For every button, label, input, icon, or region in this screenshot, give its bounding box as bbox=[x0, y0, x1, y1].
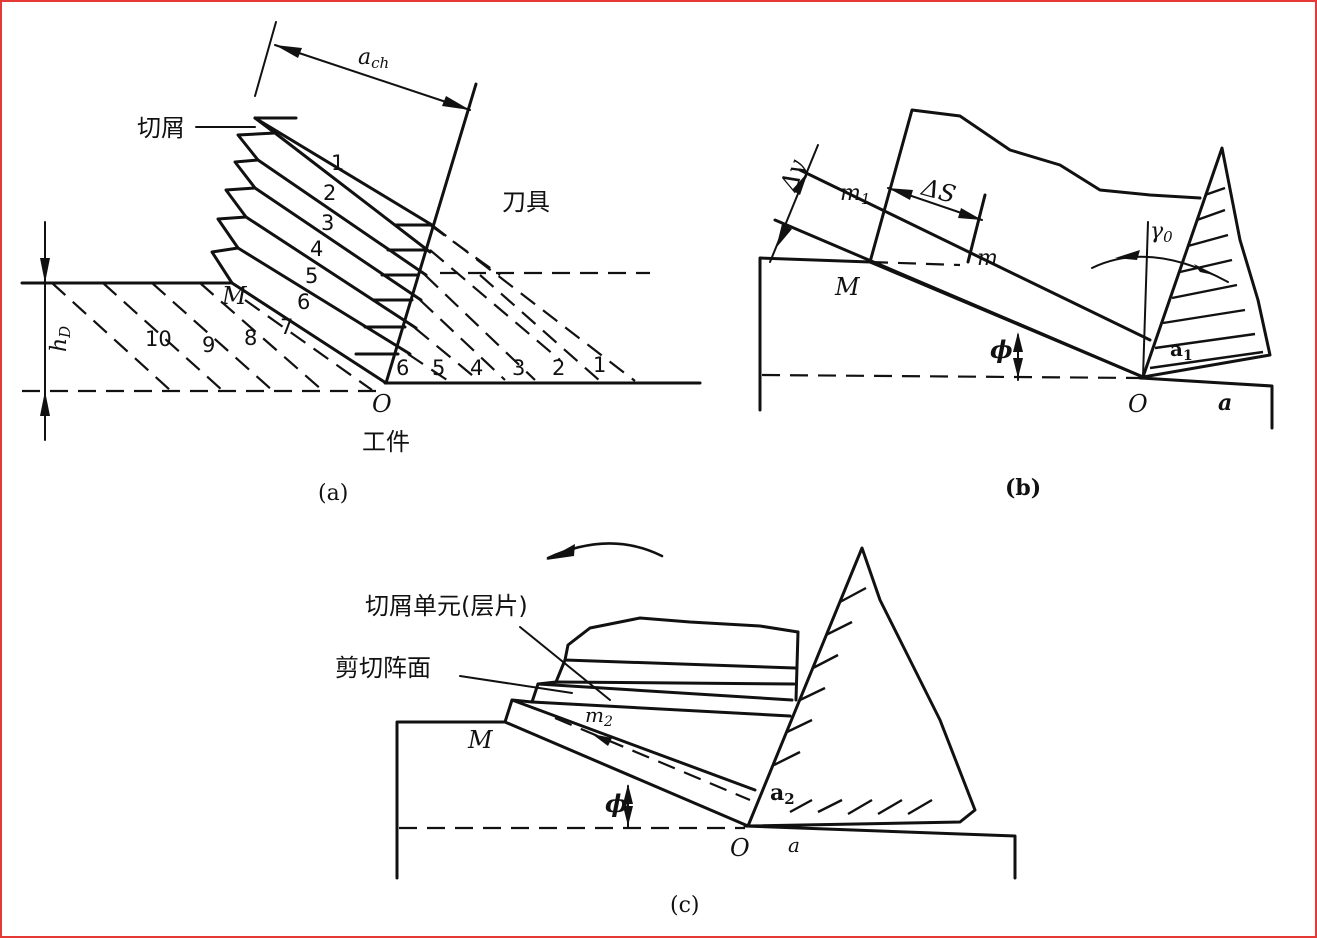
tool-c bbox=[746, 546, 977, 828]
shear-leader bbox=[459, 675, 573, 694]
chip-lamella-lines-c bbox=[503, 658, 797, 828]
svg-text:7: 7 bbox=[280, 315, 293, 339]
svg-text:10: 10 bbox=[145, 327, 172, 351]
panel-c: 切屑单元(层片) 剪切阵面 M O m2 a2 ϕ a (c) bbox=[335, 542, 1017, 918]
m-label-b: m bbox=[977, 246, 998, 271]
caption-c: (c) bbox=[670, 893, 700, 918]
svg-text:3: 3 bbox=[321, 211, 334, 235]
alpha1-label: a1 bbox=[1170, 337, 1193, 364]
chip-sawtooth bbox=[210, 116, 277, 285]
ach-ext-left bbox=[254, 21, 277, 97]
shear-line-m bbox=[868, 260, 1145, 379]
gamma-arrow-left bbox=[1115, 250, 1140, 260]
m-ext-line bbox=[966, 193, 987, 264]
phi-label-b: ϕ bbox=[990, 335, 1013, 364]
gamma-arrow-right bbox=[1194, 264, 1218, 276]
a-label-b: a bbox=[1218, 390, 1232, 416]
delta-y-label: Δy bbox=[774, 156, 811, 196]
svg-text:3: 3 bbox=[512, 356, 525, 380]
chip-sawtooth-c bbox=[503, 616, 800, 724]
phi-arrow-bottom-c bbox=[623, 806, 633, 826]
work-numbers: 10 9 8 7 bbox=[145, 315, 293, 357]
ach-label: ach bbox=[358, 45, 389, 72]
svg-text:4: 4 bbox=[310, 237, 323, 261]
work-base-b bbox=[761, 373, 1141, 380]
work-outline-b bbox=[758, 256, 872, 412]
workpiece-label: 工件 bbox=[362, 428, 410, 456]
delta-s-label: ΔS bbox=[918, 173, 959, 209]
shear-front-label: 剪切阵面 bbox=[335, 654, 431, 682]
point-m-a: M bbox=[221, 282, 248, 310]
ach-arrow-right bbox=[442, 96, 470, 110]
a-label-c: a bbox=[788, 833, 800, 857]
svg-text:5: 5 bbox=[432, 356, 445, 380]
chip-lamella-lines bbox=[230, 116, 434, 385]
rotation-arrow-head bbox=[546, 544, 575, 560]
tool-face bbox=[384, 82, 478, 385]
panel-a: 切屑 刀具 工件 ach hD M O (a) 1 2 3 4 5 6 10 9… bbox=[20, 21, 702, 506]
ds-arrow-left bbox=[888, 188, 913, 200]
gamma-reference bbox=[1142, 221, 1149, 378]
phi-label-c: ϕ bbox=[605, 789, 628, 818]
svg-text:6: 6 bbox=[396, 356, 409, 380]
work-hatch bbox=[51, 282, 373, 391]
svg-text:8: 8 bbox=[244, 326, 257, 350]
point-o-b: O bbox=[1128, 390, 1148, 418]
tool-label: 刀具 bbox=[502, 188, 550, 216]
svg-text:4: 4 bbox=[470, 356, 483, 380]
tool-hatch bbox=[407, 224, 650, 383]
tool-hatch-b bbox=[1149, 186, 1264, 370]
phi-arrow-top-c bbox=[623, 784, 633, 804]
hd-label: hD bbox=[47, 326, 74, 352]
hd-arrow-top bbox=[40, 258, 50, 283]
svg-text:1: 1 bbox=[331, 151, 344, 175]
shear-dash-b bbox=[869, 260, 961, 267]
phi-arrow-bottom-b bbox=[1013, 358, 1023, 378]
tool-numbers: 6 5 4 3 2 1 bbox=[396, 353, 606, 380]
unit-leader bbox=[519, 626, 611, 701]
tool-steps bbox=[354, 223, 434, 356]
ach-dimension bbox=[274, 44, 471, 111]
ds-arrow-right bbox=[958, 208, 982, 220]
tool-hatch-c bbox=[773, 586, 933, 816]
svg-text:5: 5 bbox=[305, 264, 318, 288]
gamma-arc bbox=[1091, 255, 1229, 283]
svg-text:1: 1 bbox=[593, 353, 606, 377]
svg-text:9: 9 bbox=[202, 333, 215, 357]
tool-b bbox=[1141, 146, 1272, 379]
dy-arrow-bottom bbox=[776, 224, 792, 248]
chip-body-b bbox=[868, 108, 1202, 264]
ach-arrow-left bbox=[275, 45, 302, 58]
shear-plane-upper bbox=[798, 168, 1152, 342]
dy-arrow-top bbox=[792, 172, 808, 195]
m2-label: m2 bbox=[585, 703, 613, 730]
m1-label: m1 bbox=[840, 181, 870, 208]
shear-dash-c bbox=[554, 716, 751, 802]
point-m-c: M bbox=[467, 726, 494, 754]
chip-label: 切屑 bbox=[137, 114, 185, 142]
svg-text:6: 6 bbox=[297, 290, 310, 314]
shear-arrow-c bbox=[592, 734, 612, 746]
phi-arrow-top-b bbox=[1013, 332, 1023, 352]
work-outline-c bbox=[395, 720, 507, 880]
panel-b: Δy ΔS m1 m M O γ0 a1 ϕ a (b) bbox=[758, 108, 1274, 501]
hd-arrow-bottom bbox=[40, 391, 50, 416]
point-o-c: O bbox=[730, 834, 750, 862]
caption-a: (a) bbox=[318, 481, 348, 506]
alpha2-label: a2 bbox=[770, 780, 795, 808]
point-m-b: M bbox=[834, 273, 861, 301]
machined-surface-c bbox=[743, 824, 1017, 880]
chip-back-c bbox=[794, 630, 800, 702]
chip-unit-label: 切屑单元(层片) bbox=[365, 592, 528, 620]
caption-b: (b) bbox=[1005, 475, 1041, 501]
svg-text:2: 2 bbox=[323, 181, 336, 205]
machined-surface-b bbox=[1138, 376, 1274, 430]
point-o-a: O bbox=[372, 390, 392, 418]
chip-numbers: 1 2 3 4 5 6 bbox=[297, 151, 344, 314]
gamma-label: γ0 bbox=[1150, 219, 1173, 246]
svg-text:2: 2 bbox=[552, 356, 565, 380]
